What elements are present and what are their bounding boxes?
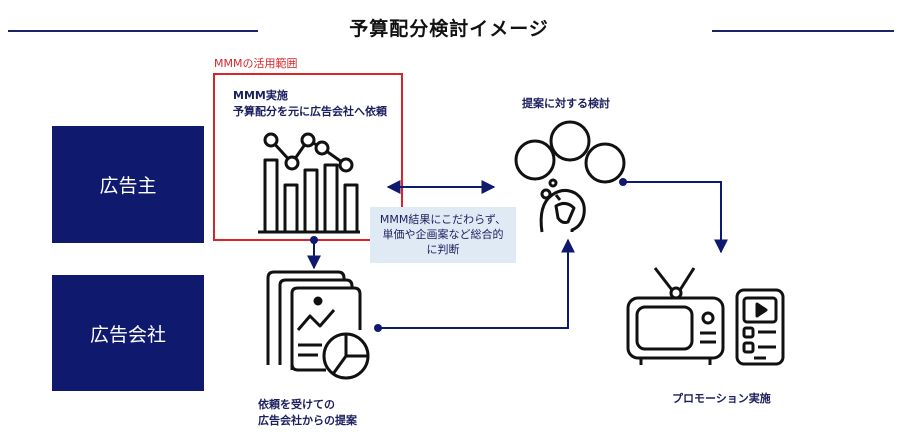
tv-icon (626, 267, 725, 365)
report-documents-icon (266, 270, 370, 380)
judgment-note-line2: 単価や企画案など総合的 (382, 228, 504, 241)
bar-chart-icon (258, 132, 360, 234)
judgment-note: MMM結果にこだわらず、 単価や企画案など総合的 に判断 (370, 207, 516, 263)
mmm-scope-box (213, 73, 403, 241)
proposal-review-label: 提案に対する検討 (522, 97, 610, 110)
actor-agency: 広告会社 (52, 275, 204, 391)
judgment-note-line1: MMM結果にこだわらず、 (379, 213, 507, 226)
promotion-down-arrow (623, 181, 728, 254)
mmm-execution-label: MMM実施 (233, 89, 288, 102)
arrow-start-dots (310, 178, 627, 332)
title-rule-right (712, 30, 894, 32)
agency-proposal-line1: 依頼を受けての (258, 398, 335, 411)
flow-arrows (307, 180, 728, 329)
smartphone-icon (735, 288, 785, 366)
mmm-scope-label: MMMの活用範囲 (214, 57, 298, 70)
thinking-person-icon (514, 120, 626, 233)
actor-advertiser: 広告主 (52, 126, 204, 243)
page-title: 予算配分検討イメージ (349, 18, 549, 40)
proposal-up-arrow (378, 238, 575, 329)
judgment-note-line3: に判断 (426, 243, 460, 256)
mmm-request-label: 予算配分を元に広告会社へ依頼 (233, 105, 387, 118)
agency-proposal-line2: 広告会社からの提案 (258, 414, 357, 427)
title-rule-left (8, 30, 258, 32)
promotion-label: プロモーション実施 (672, 392, 771, 405)
